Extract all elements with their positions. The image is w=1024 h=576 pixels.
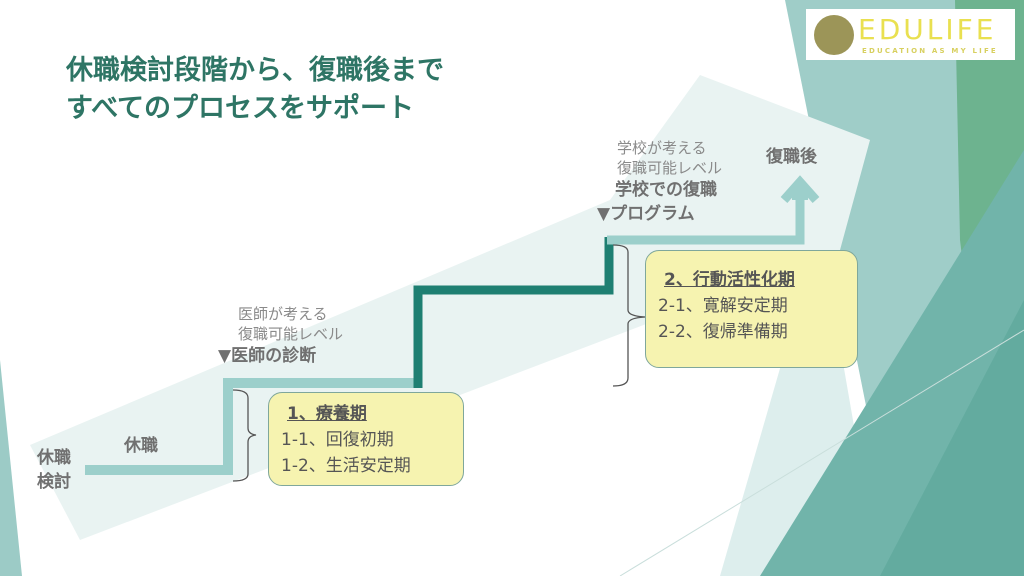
- page-title: 休職検討段階から、復職後まで すべてのプロセスをサポート: [66, 52, 444, 128]
- start-line-2: 検討: [37, 472, 71, 492]
- school-label-1: 学校での復職: [615, 180, 717, 200]
- logo-tagline: EDUCATION AS MY LIFE: [862, 47, 998, 55]
- logo-name: EDULIFE: [858, 13, 997, 46]
- phase1-heading: 1、療養期: [287, 404, 367, 424]
- step-after-label: 復職後: [766, 147, 817, 167]
- step-line-dark: [413, 237, 614, 388]
- phase2-box: 2、行動活性化期 2-1、寛解安定期 2-2、復帰準備期: [645, 250, 858, 368]
- triangle-down-icon: ▼: [218, 346, 232, 366]
- brace-phase1: [232, 389, 257, 482]
- right-darker-shape: [880, 300, 1024, 576]
- step-line-light: [85, 378, 418, 475]
- doctor-diagnosis-group: 医師が考える 復職可能レベル ▼医師の診断: [218, 304, 343, 368]
- doctor-note-1: 医師が考える: [238, 305, 328, 323]
- start-line-1: 休職: [37, 448, 71, 468]
- school-note-2: 復職可能レベル: [617, 159, 723, 177]
- phase2-item: 2-2、復帰準備期: [658, 322, 788, 342]
- big-arrow-shape: [30, 75, 870, 540]
- triangle-down-icon: ▼: [597, 204, 611, 224]
- title-line-1: 休職検討段階から、復職後まで: [66, 55, 444, 86]
- phase1-box: 1、療養期 1-1、回復初期 1-2、生活安定期: [268, 392, 464, 486]
- phase2-item: 2-1、寛解安定期: [658, 296, 788, 316]
- step-line-final: [607, 192, 805, 245]
- doctor-note-2: 復職可能レベル: [238, 325, 344, 343]
- edulife-logo: EDULIFE EDUCATION AS MY LIFE: [806, 9, 1015, 60]
- phase2-heading: 2、行動活性化期: [664, 270, 795, 290]
- up-arrow-head: [780, 175, 820, 203]
- step-leave-label: 休職: [124, 436, 158, 456]
- phase1-item: 1-1、回復初期: [281, 430, 394, 450]
- school-note-1: 学校が考える: [617, 139, 707, 157]
- school-label-2: プログラム: [610, 204, 695, 224]
- school-program-group: 学校が考える 復職可能レベル 学校での復職 ▼プログラム: [597, 138, 722, 226]
- left-accent-shape: [0, 360, 22, 576]
- doctor-label: 医師の診断: [231, 346, 317, 366]
- phase1-item: 1-2、生活安定期: [281, 456, 411, 476]
- title-line-2: すべてのプロセスをサポート: [66, 93, 415, 124]
- heron-icon: [814, 15, 854, 55]
- step-start-label: 休職 検討: [37, 446, 71, 494]
